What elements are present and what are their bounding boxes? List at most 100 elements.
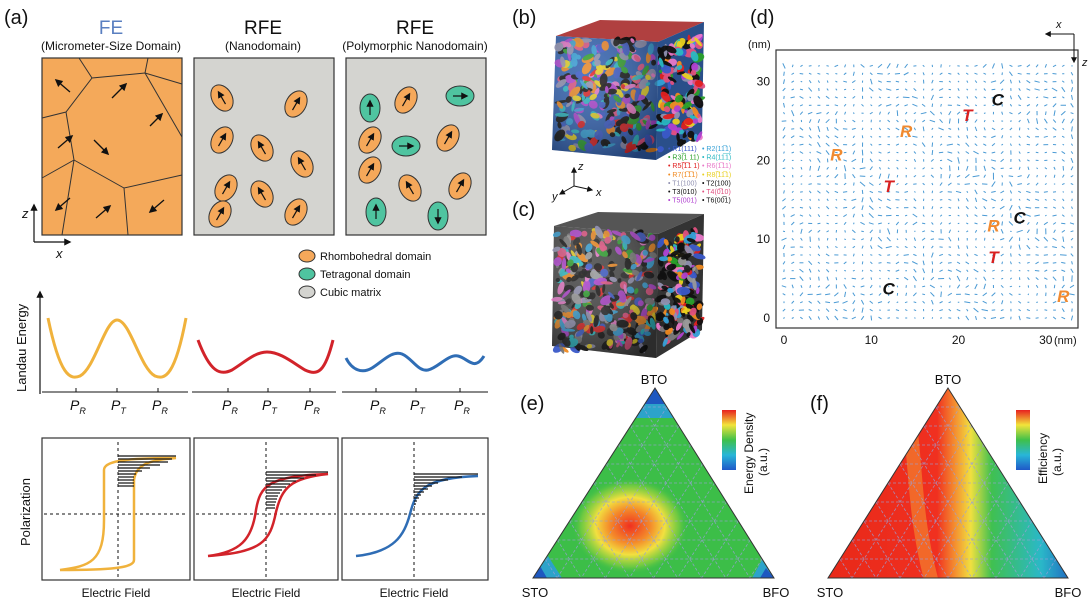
landau-curve-prfe [344, 351, 486, 373]
hysteresis-ylabel: Polarization [18, 478, 33, 546]
legend-rhombohedral: Rhombohedral domain [320, 251, 431, 263]
panel-d-unit-right: (nm) [1054, 335, 1077, 347]
landau-tick-label: PR [454, 397, 470, 416]
panel-a-titles: FE (Micrometer-Size Domain) RFE (Nanodom… [41, 18, 488, 53]
panel-f-label: (f) [810, 393, 829, 415]
nanodomain [284, 198, 308, 226]
hysteresis-rfe-hatch [266, 471, 328, 509]
variant-legend-item: • T3(010) [668, 189, 697, 196]
nanodomain [358, 156, 382, 184]
nanodomain [284, 90, 308, 118]
prfe-domain-box [345, 57, 487, 236]
landau-tick-label: PT [262, 397, 278, 416]
region-marker: C [1013, 209, 1026, 228]
region-marker: T [884, 177, 896, 196]
variant-legend-item: • T4(0̅10) [702, 188, 731, 196]
colorbar-e [722, 410, 736, 470]
hysteresis-fe-xlabel: Electric Field [82, 586, 151, 600]
axis-b-x: x [595, 187, 602, 199]
cube-c [551, 212, 706, 358]
colorbar-f-unit: (a.u.) [1050, 448, 1064, 476]
nanodomain [208, 200, 232, 228]
variant-legend-item: • T6(00̅1) [702, 197, 731, 205]
landau-ylabel: Landau Energy [14, 303, 29, 392]
nanodomain [250, 134, 274, 162]
domain-legend: Rhombohedral domain Tetragonal domain Cu… [298, 249, 431, 299]
variant-legend: • R1(111)• R2(11̅1)• R3(̅1 11)• R4(11̅1̅… [668, 145, 732, 205]
panel-b-label: (b) [512, 7, 536, 29]
nanodomain [365, 197, 387, 227]
arrow-fe-8 [148, 199, 165, 214]
variant-legend-item: • R7(1̅1̅1) [668, 171, 698, 179]
prfe-nanodomains [358, 85, 475, 231]
panel-a: (a) FE (Micrometer-Size Domain) RFE (Nan… [4, 7, 489, 600]
panel-d-unit-top: (nm) [748, 39, 771, 51]
region-marker: R [1057, 287, 1070, 306]
variant-legend-item: • R8(̅11̅1) [702, 171, 731, 179]
region-marker: R [987, 216, 1000, 235]
panel-c: (c) [512, 199, 706, 358]
col-title-fe: FE [99, 18, 123, 39]
region-marker: R [900, 122, 913, 141]
rfe-nanodomains [208, 84, 314, 228]
x-tick-label: 30 [1039, 333, 1053, 347]
variant-legend-item: • R4(11̅1̅) [702, 154, 732, 162]
region-marker: C [883, 279, 896, 298]
panel-a-label: (a) [4, 7, 28, 29]
panel-d-label: (d) [750, 7, 774, 29]
landau-tick-label: PR [370, 397, 386, 416]
x-tick-label: 10 [865, 333, 879, 347]
col-subtitle-rfe: (Nanodomain) [225, 39, 301, 53]
cube-b [552, 20, 706, 160]
hysteresis-row: Polarization Electric Field Electric Fie… [18, 437, 489, 600]
nanodomain [210, 126, 234, 154]
y-tick-label: 10 [757, 232, 771, 246]
rfe-domain-box [193, 57, 335, 236]
colorbar-f [1016, 410, 1030, 470]
col-subtitle-fe: (Micrometer-Size Domain) [41, 39, 181, 53]
nanodomain [436, 124, 460, 152]
arrow-fe-2 [111, 82, 128, 99]
panel-e-label: (e) [520, 393, 544, 415]
y-tick-label: 30 [757, 75, 771, 89]
hysteresis-fe-hatch [118, 455, 176, 487]
hysteresis-prfe: Electric Field [341, 437, 489, 600]
nanodomain [359, 93, 381, 123]
variant-legend-item: • R1(111) [668, 146, 697, 153]
variant-legend-item: • T5(001) [668, 198, 697, 205]
hysteresis-prfe-hatch [414, 473, 478, 508]
panel-c-label: (c) [512, 199, 535, 221]
landau-curve-fe [46, 317, 188, 379]
ternary-e-top: BTO [641, 372, 668, 387]
x-tick-label: 20 [952, 333, 966, 347]
nanodomain [448, 172, 472, 200]
x-tick-label: 0 [781, 333, 788, 347]
y-tick-label: 20 [757, 153, 771, 167]
colorbar-e-label: Energy Density [742, 413, 756, 494]
nanodomain [398, 174, 422, 202]
ternary-e-right: BFO [763, 585, 790, 600]
nanodomain [214, 174, 238, 202]
ternary-e-left: STO [522, 585, 549, 600]
landau-tick-label: PT [410, 397, 426, 416]
landau-tick-label: PT [111, 397, 127, 416]
colorbar-e-unit: (a.u.) [756, 448, 770, 476]
axis-x-label: x [55, 246, 63, 261]
polarization-vectors [781, 63, 1075, 321]
legend-cubic: Cubic matrix [320, 287, 382, 299]
arrow-fe-3 [57, 134, 74, 149]
panel-d-corner-axes: x z [1044, 19, 1088, 69]
hysteresis-rfe: Electric Field [193, 437, 339, 600]
hysteresis-fe: Electric Field [41, 437, 191, 600]
variant-legend-item: • R2(11̅1) [702, 145, 731, 153]
landau-curve-rfe [196, 339, 335, 374]
polarization-map-frame [775, 49, 1079, 329]
legend-tetragonal: Tetragonal domain [320, 269, 411, 281]
ternary-f-top: BTO [935, 372, 962, 387]
nanodomain [290, 150, 314, 178]
axis-z-label: z [21, 206, 29, 221]
nanodomain [250, 180, 274, 208]
